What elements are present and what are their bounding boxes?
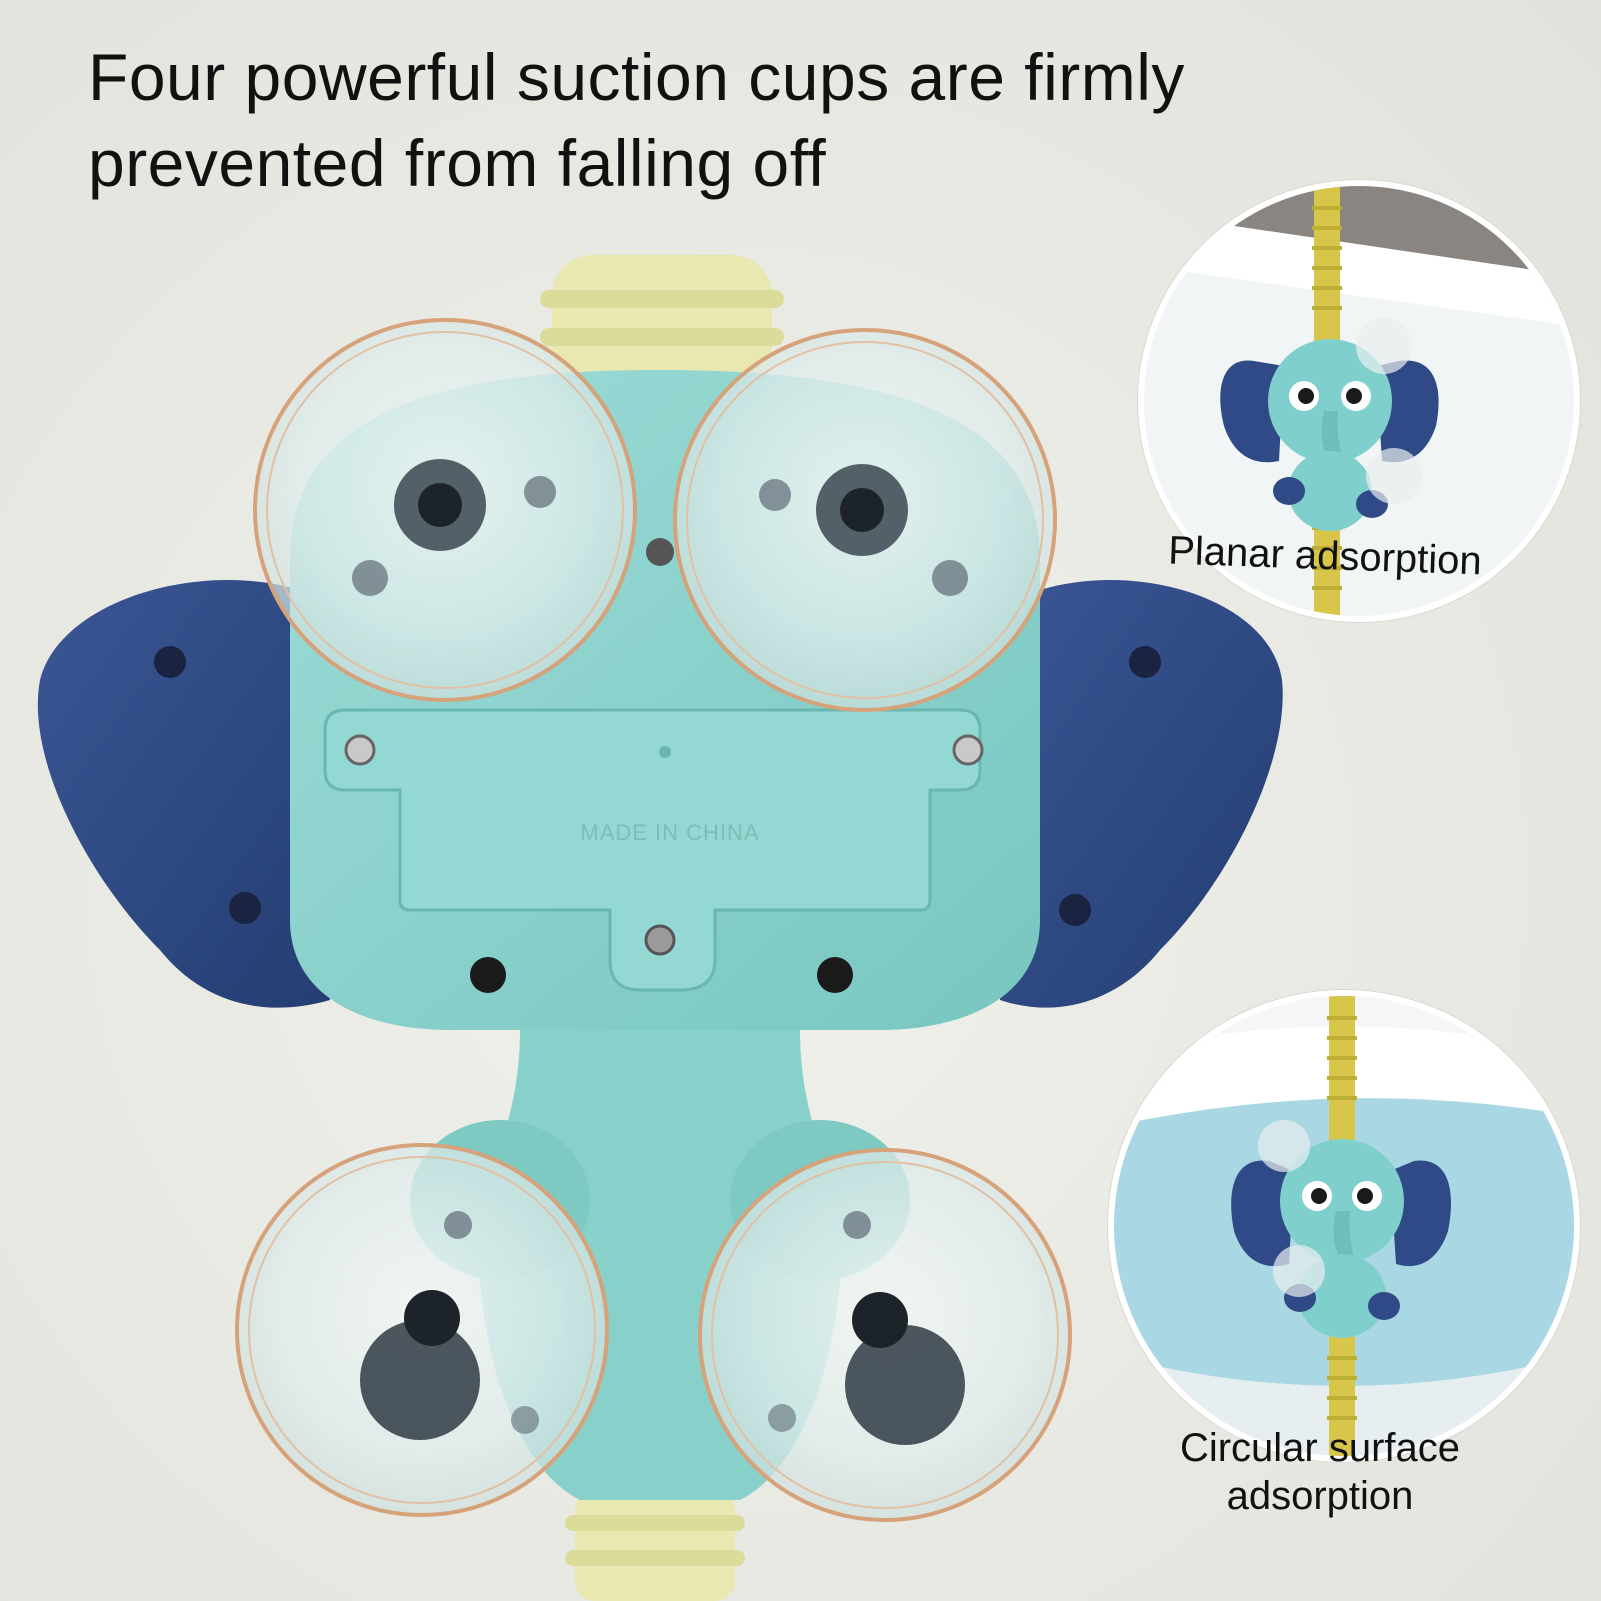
planar-right-ear <box>1376 360 1439 463</box>
caption-circular-line-1: Circular surface <box>1179 1426 1461 1470</box>
caption-circular-line-2: adsorption <box>1226 1474 1414 1518</box>
planar-left-ear <box>1220 360 1284 463</box>
battery-cover <box>323 708 982 992</box>
suction-cup-top-left <box>253 318 637 702</box>
suction-cup-top-right <box>673 328 1057 712</box>
inset-circular-surface-adsorption <box>1108 990 1580 1462</box>
caption-circular-surface-adsorption: Circular surface adsorption <box>1120 1424 1520 1520</box>
headline-line-1: Four powerful suction cups are firmly <box>88 40 1185 114</box>
hose-bottom <box>565 1490 745 1601</box>
circular-left-ear <box>1231 1160 1294 1267</box>
suction-cup-bottom-right <box>698 1148 1072 1522</box>
headline-line-2: prevented from falling off <box>88 126 827 200</box>
circular-right-ear <box>1390 1160 1451 1267</box>
embossed-label: MADE IN CHINA <box>580 820 760 845</box>
hose-top <box>540 255 784 385</box>
feature-headline: Four powerful suction cups are firmly pr… <box>88 34 1338 206</box>
planar-scene-image <box>1144 186 1574 616</box>
suction-cup-bottom-left <box>235 1143 609 1517</box>
left-ear <box>37 580 341 1008</box>
circular-scene-image <box>1114 996 1574 1456</box>
inset-planar-adsorption <box>1138 180 1580 622</box>
